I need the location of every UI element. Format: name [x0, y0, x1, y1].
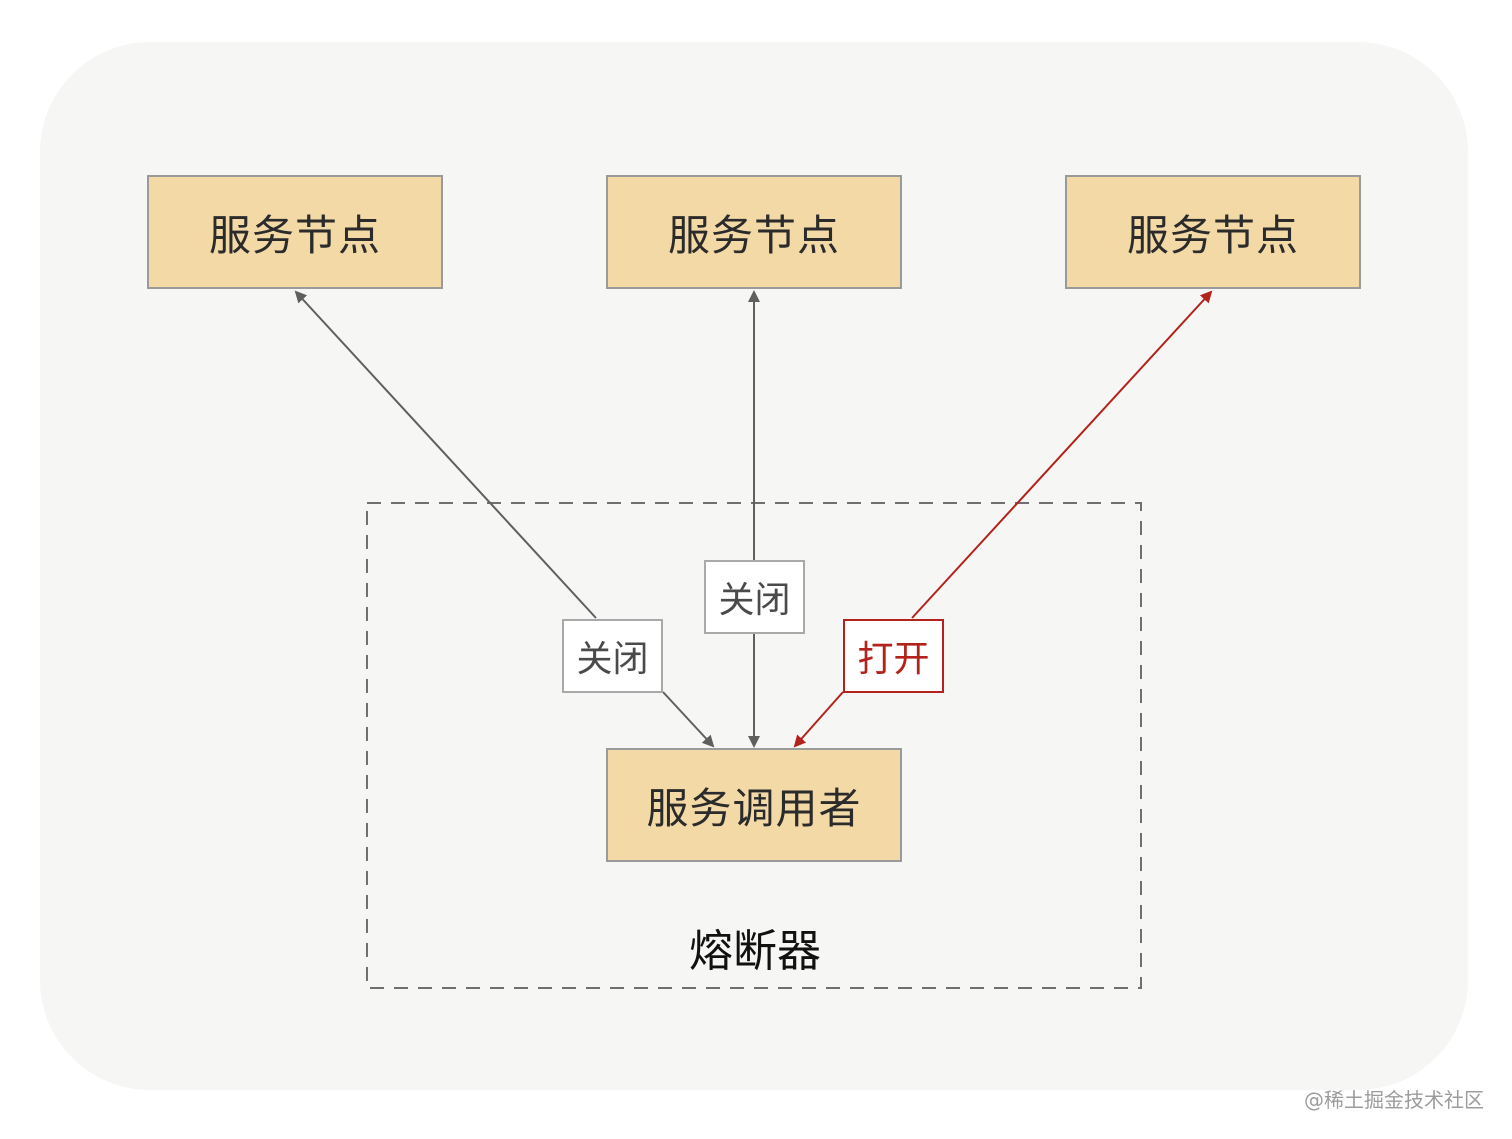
- watermark: @稀土掘金技术社区: [1304, 1088, 1484, 1112]
- edge-label-left-closed: 关闭: [562, 619, 663, 693]
- edge-label-right-open: 打开: [843, 619, 944, 693]
- circuit-breaker-label: 熔断器: [689, 926, 821, 977]
- service-node-center: 服务节点: [606, 175, 902, 289]
- edge-left-lower: [662, 691, 715, 748]
- service-caller-node: 服务调用者: [606, 748, 902, 862]
- edge-label-center-closed: 关闭: [704, 560, 805, 634]
- service-node-left: 服务节点: [147, 175, 443, 289]
- edge-right-lower: [793, 691, 844, 748]
- service-node-right: 服务节点: [1065, 175, 1361, 289]
- edge-left-upper: [294, 290, 597, 619]
- edge-right-upper: [911, 290, 1213, 619]
